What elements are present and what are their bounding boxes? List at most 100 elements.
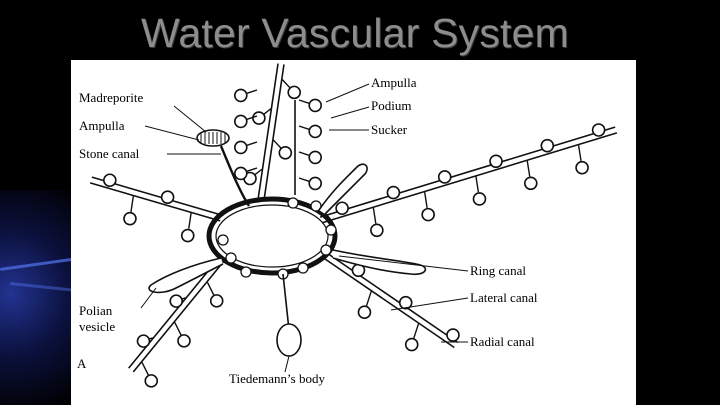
tube-foot-ampulla <box>180 228 195 243</box>
ring-ampulla <box>320 244 332 256</box>
label-tiedemann: Tiedemann’s body <box>229 371 325 386</box>
stone-canal <box>219 145 251 207</box>
tube-foot-stalk <box>365 291 372 307</box>
tube-foot-stalk <box>413 323 420 339</box>
tube-foot-ampulla <box>472 192 487 206</box>
radial-canal <box>257 63 279 200</box>
leader-podium <box>330 106 370 119</box>
tube-foot-ampulla <box>335 201 349 216</box>
ring-canal <box>206 196 338 276</box>
tube-foot-stalk <box>245 141 258 147</box>
panel-letter: A <box>77 356 87 371</box>
tube-foot-stalk <box>281 79 292 90</box>
radial-canal <box>319 126 616 218</box>
tube-foot-ampulla <box>540 138 555 153</box>
tube-foot-ampulla <box>278 146 293 160</box>
tube-foot-stalk <box>130 196 135 212</box>
label-sucker: Sucker <box>371 122 408 137</box>
tube-foot-ampulla <box>234 88 248 103</box>
tube-foot-stalk <box>272 139 283 150</box>
tube-foot-stalk <box>141 361 150 376</box>
tube-foot-ampulla <box>144 374 159 388</box>
leader-ampulla <box>144 125 200 141</box>
tube-foot-stalk <box>577 145 582 162</box>
radial-canal <box>128 257 220 369</box>
tube-foot-ampulla <box>404 337 419 352</box>
tube-foot-stalk <box>206 281 215 296</box>
radial-canal <box>323 257 455 349</box>
tube-foot-ampulla <box>234 114 248 129</box>
leader-ampulla-top <box>325 83 370 103</box>
tube-foot-ampulla <box>308 124 322 139</box>
tube-foot-ampulla <box>234 140 248 155</box>
label-ring-canal: Ring canal <box>470 263 526 278</box>
tube-foot-stalk <box>526 160 531 177</box>
radial-canal <box>321 132 618 224</box>
tube-foot-stalk <box>174 321 182 336</box>
leader-polian <box>140 287 157 309</box>
ring-ampulla <box>240 266 252 278</box>
tube-foot-ampulla <box>421 207 435 222</box>
diagram-figure: Madreporite Ampulla Stone canal Polian v… <box>71 60 636 405</box>
tube-foot-ampulla <box>169 294 183 308</box>
leader-lateral-canal <box>390 297 469 311</box>
tiedemanns-body <box>276 323 302 357</box>
tube-foot-ampulla <box>489 154 503 169</box>
tube-foot-stalk <box>298 99 311 105</box>
polian-vesicle-upper <box>318 163 368 215</box>
leader-tiedemann <box>284 355 290 373</box>
tube-foot-stalk <box>245 89 258 95</box>
tube-foot-ampulla <box>123 211 137 226</box>
tiedemann-stalk <box>282 273 290 331</box>
tube-foot-stalk <box>298 177 311 183</box>
tube-foot-ampulla <box>357 305 372 320</box>
tube-foot-ampulla <box>575 160 589 175</box>
ring-ampulla <box>217 234 229 246</box>
ring-ampulla <box>225 252 237 264</box>
label-vesicle: vesicle <box>79 319 115 334</box>
water-vascular-diagram: Madreporite Ampulla Stone canal Polian v… <box>77 63 618 388</box>
tube-foot-ampulla <box>523 176 538 191</box>
tube-foot-ampulla <box>446 328 460 342</box>
ring-ampulla <box>287 197 299 209</box>
tube-foot-ampulla <box>160 190 175 204</box>
label-lateral-canal: Lateral canal <box>470 290 538 305</box>
ring-ampulla <box>297 262 309 274</box>
label-podium: Podium <box>371 98 411 113</box>
tube-foot-stalk <box>245 115 258 121</box>
tube-foot-stalk <box>188 212 192 229</box>
tube-foot-ampulla <box>386 185 401 200</box>
tube-foot-ampulla <box>234 166 248 181</box>
tube-foot-ampulla <box>177 334 191 348</box>
tube-foot-ampulla <box>437 170 452 184</box>
radial-canal <box>327 252 459 344</box>
tube-foot-ampulla <box>308 98 322 113</box>
label-radial-canal: Radial canal <box>470 334 535 349</box>
leader-ring-canal <box>338 255 469 272</box>
label-ampulla-top: Ampulla <box>371 75 417 90</box>
slide-title: Water Vascular System <box>141 10 569 56</box>
tube-foot-ampulla <box>252 111 266 125</box>
label-stone-canal: Stone canal <box>79 146 140 161</box>
radial-canal <box>89 182 221 222</box>
tube-foot-ampulla <box>209 294 224 308</box>
label-ampulla-left: Ampulla <box>79 118 125 133</box>
ring-ampulla <box>325 224 337 236</box>
tube-foot-stalk <box>298 151 311 157</box>
tube-foot-stalk <box>475 176 480 193</box>
tube-foot-ampulla <box>136 334 151 348</box>
tube-foot-stalk <box>372 207 377 224</box>
tube-foot-ampulla <box>308 176 322 191</box>
label-polian: Polian <box>79 303 113 318</box>
tube-foot-ampulla <box>308 150 322 165</box>
tube-foot-stalk <box>245 167 258 173</box>
tube-foot-ampulla <box>370 223 384 238</box>
tube-foot-stalk <box>423 192 428 208</box>
tube-foot-ampulla <box>103 173 117 188</box>
tube-foot-ampulla <box>398 295 413 310</box>
radial-canal <box>132 261 224 373</box>
leader-madreporite <box>173 105 207 133</box>
tube-foot-stalk <box>298 125 311 131</box>
label-madreporite: Madreporite <box>79 90 143 105</box>
